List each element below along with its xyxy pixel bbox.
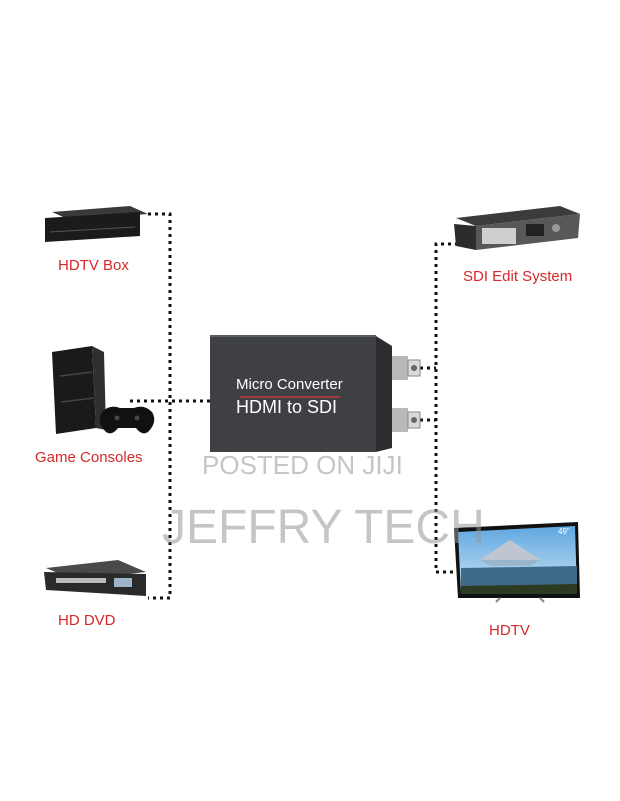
micro-converter-device — [210, 335, 421, 452]
watermark-posted-on: POSTED ON JIJI — [202, 450, 403, 480]
hd-dvd-device — [44, 560, 146, 596]
converter-line2: HDMI to SDI — [236, 397, 338, 417]
hdtv-label: HDTV — [489, 622, 530, 639]
hdtv-device — [454, 522, 580, 603]
hdtv-box-label: HDTV Box — [58, 257, 129, 274]
hd-dvd-label: HD DVD — [58, 612, 116, 629]
bnc-connector-top — [392, 356, 421, 380]
sdi-edit-system-device — [454, 206, 580, 250]
dotted-connector-lines — [130, 212, 458, 600]
hdtv-box-device — [45, 206, 148, 242]
tv-size-badge: 49" — [558, 527, 570, 536]
game-consoles-label: Game Consoles — [35, 449, 143, 466]
converter-line1: Micro Converter — [236, 376, 343, 393]
watermark-brand: JEFFRY TECH — [162, 501, 485, 554]
game-console-device — [52, 346, 155, 434]
sdi-edit-system-label: SDI Edit System — [463, 268, 573, 285]
bnc-connector-bottom — [392, 408, 421, 432]
